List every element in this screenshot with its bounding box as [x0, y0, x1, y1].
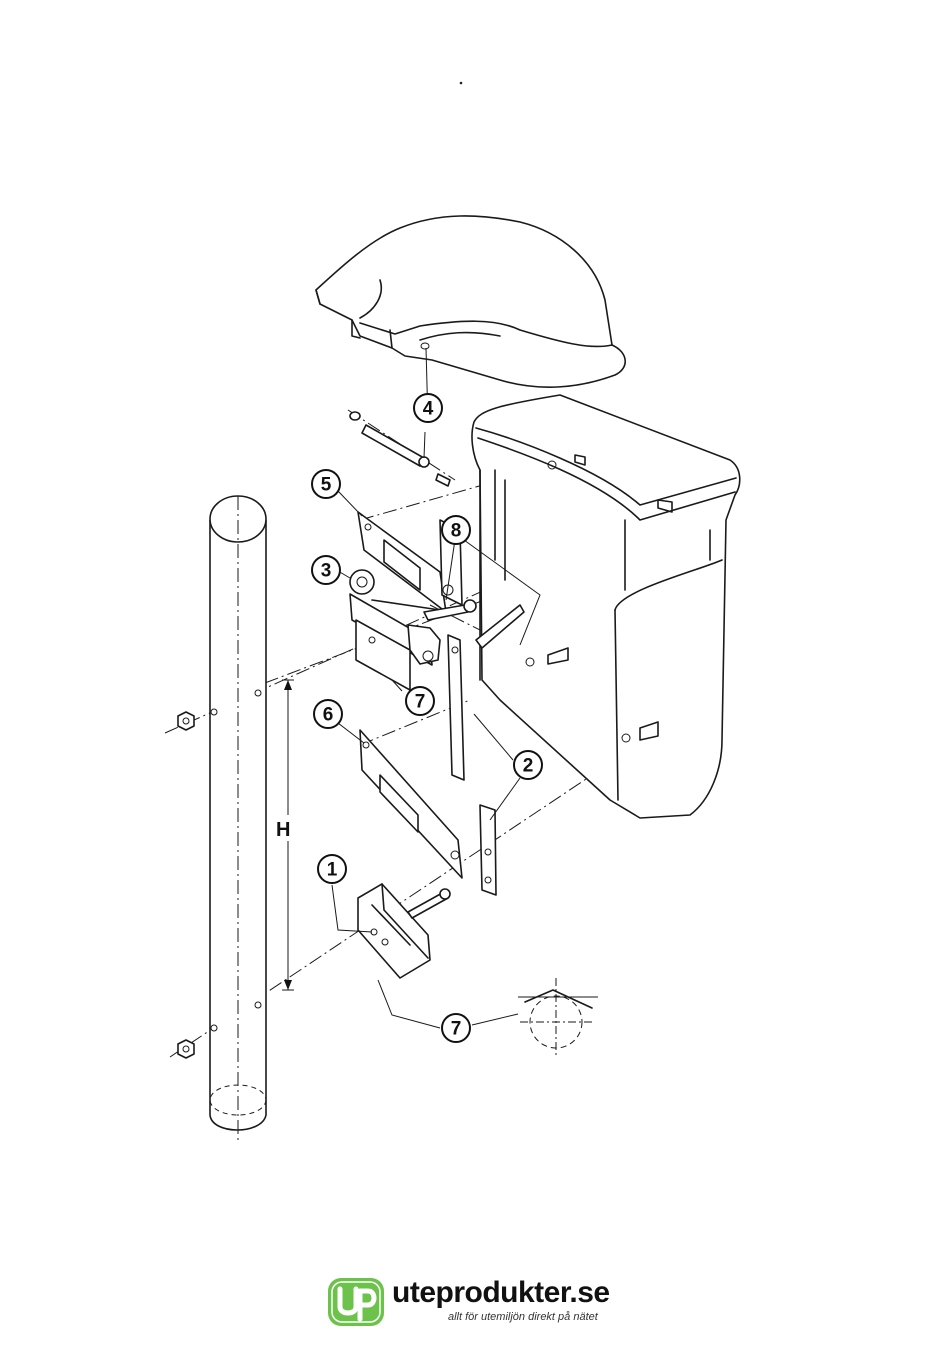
bin-body: [472, 395, 740, 818]
post: [210, 496, 266, 1140]
brand-logo[interactable]: uteprodukter.se allt för utemiljön direk…: [326, 1275, 626, 1329]
callout-7-lower: 7: [442, 1014, 470, 1042]
callout-5: 5: [312, 470, 340, 498]
callout-3-label: 3: [321, 561, 332, 582]
logo-wordmark: uteprodukter.se: [392, 1276, 610, 1310]
clamp-detail: [518, 978, 598, 1056]
callout-7-upper: 7: [406, 687, 434, 715]
callout-8-label: 8: [451, 521, 462, 542]
callout-8: 8: [442, 516, 470, 544]
callout-6-label: 6: [323, 705, 334, 726]
callout-1-label: 1: [327, 860, 338, 881]
logo-tagline: allt för utemiljön direkt på nätet: [448, 1311, 598, 1323]
pole-clamp: [358, 884, 450, 978]
callout-7-lower-label: 7: [451, 1019, 462, 1040]
nuts: [178, 712, 194, 1058]
bin-lid: [316, 216, 625, 387]
callout-5-label: 5: [321, 475, 332, 496]
callout-2-label: 2: [523, 756, 534, 777]
stray-mark: [460, 82, 463, 85]
dimension-label: H: [276, 819, 290, 841]
up-logo-mark: [326, 1275, 386, 1329]
callout-4-label: 4: [423, 399, 434, 420]
callout-7-upper-label: 7: [415, 692, 426, 713]
callout-3: 3: [312, 556, 340, 584]
lower-bracket: [360, 730, 462, 878]
dimension-h: H: [272, 680, 294, 990]
callout-1: 1: [318, 855, 346, 883]
callout-2: 2: [514, 751, 542, 779]
callout-6: 6: [314, 700, 342, 728]
callout-4: 4: [414, 394, 442, 422]
hinge-pin: [350, 412, 450, 486]
